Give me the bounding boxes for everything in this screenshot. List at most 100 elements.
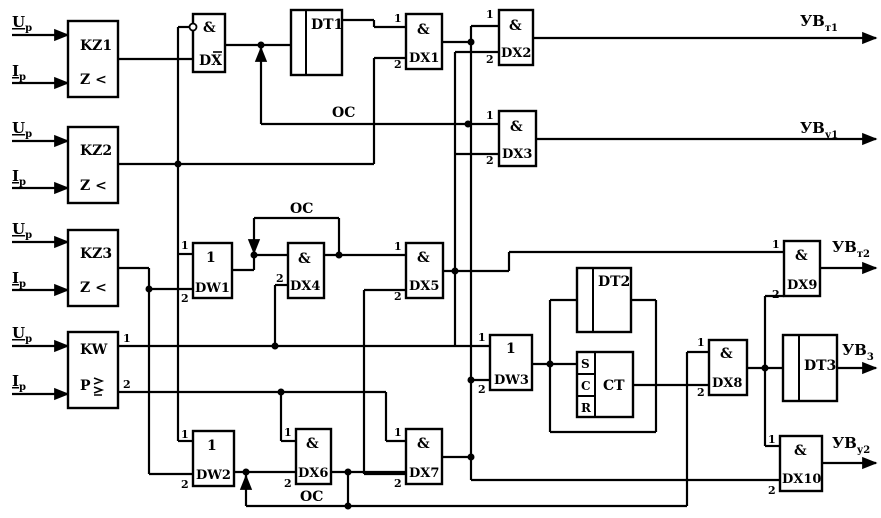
- input-i-label: I: [12, 62, 19, 80]
- gate-symbol: 1: [206, 250, 216, 266]
- gate-dw1: 1 DW1 1 2: [181, 239, 234, 305]
- pin-1: 1: [768, 433, 776, 446]
- gate-symbol: &: [510, 119, 523, 135]
- ct-input-c: C: [581, 379, 591, 393]
- timer-dt2: DT2: [575, 266, 633, 334]
- input-u-label: U: [12, 119, 25, 137]
- pin-2: 2: [486, 53, 494, 66]
- gate-name: DX10: [782, 472, 821, 487]
- timer-dt1: DT1: [289, 8, 343, 77]
- pin-2: 2: [284, 477, 292, 490]
- pin-2: 2: [768, 484, 776, 497]
- svg-text:УВу1: УВу1: [800, 119, 838, 141]
- gate-name: DX1: [409, 51, 439, 66]
- relay-kz2: KZ2 Z <: [66, 125, 120, 205]
- output-uv-y1-sub: у1: [825, 130, 838, 141]
- svg-text:Ip: Ip: [12, 372, 26, 393]
- counter-ct: S C R CT: [575, 350, 635, 419]
- pin-2: 2: [486, 154, 494, 167]
- svg-text:Up: Up: [12, 324, 32, 345]
- pin-1: 1: [181, 428, 189, 441]
- pin-1: 1: [284, 426, 292, 439]
- port-number: 1: [123, 332, 131, 345]
- timer-dt3: DT3: [781, 333, 839, 403]
- relay-name: KW: [80, 342, 108, 358]
- pin-1: 1: [181, 239, 189, 252]
- gate-name: DX: [199, 53, 222, 69]
- pin-2: 2: [181, 478, 189, 491]
- pin-2: 2: [394, 58, 402, 71]
- relay-name: KZ3: [80, 246, 112, 262]
- gate-name: DW3: [494, 373, 529, 388]
- input-i-sub: p: [19, 382, 26, 393]
- relay-function: Z <: [80, 178, 107, 194]
- gate-dx7: & DX7 1 2: [394, 426, 444, 490]
- pin-2: 2: [181, 292, 189, 305]
- input-labels: Up Ip Up Ip Up Ip Up Ip: [12, 13, 32, 393]
- output-uv-t1-sub: т1: [825, 23, 838, 34]
- timer-name: DT2: [598, 274, 630, 290]
- gate-symbol: 1: [207, 438, 217, 454]
- gate-name: DX9: [787, 278, 817, 293]
- svg-text:УВт2: УВт2: [832, 238, 870, 260]
- output-uv-3-sub: 3: [867, 352, 874, 363]
- svg-text:Ip: Ip: [12, 269, 26, 290]
- gate-symbol: &: [794, 443, 807, 459]
- gate-symbol: &: [417, 22, 430, 38]
- gate-symbol: &: [417, 250, 430, 266]
- gate-name: DX2: [501, 46, 531, 61]
- pin-1: 1: [394, 426, 402, 439]
- input-u-label: U: [12, 220, 25, 238]
- timer-name: DT1: [311, 17, 343, 33]
- input-u-sub: p: [25, 230, 32, 241]
- output-uv-t2: УВ: [832, 238, 857, 256]
- timer-name: DT3: [804, 358, 836, 374]
- relay-name: KZ1: [80, 38, 112, 54]
- output-labels: УВт1 УВу1 УВт2 УВ3 УВу2: [800, 12, 874, 456]
- gate-dw3: 1 DW3 1 2: [478, 331, 534, 396]
- gate-dx4: & DX4 2: [276, 241, 326, 300]
- gate-dx8: & DX8 1 2: [697, 336, 749, 399]
- pin-1: 1: [478, 331, 486, 344]
- port-number: 2: [123, 378, 131, 391]
- input-i-label: I: [12, 269, 19, 287]
- ct-input-r: R: [581, 401, 592, 415]
- svg-text:УВ3: УВ3: [842, 341, 874, 363]
- pin-1: 1: [394, 240, 402, 253]
- counter-name: CT: [603, 378, 625, 394]
- input-u-sub: p: [25, 23, 32, 34]
- gate-dw2: 1 DW2 1 2: [181, 428, 236, 491]
- gate-name: DX6: [298, 466, 328, 481]
- gate-symbol: 1: [506, 341, 516, 357]
- inverter-bubble: [188, 22, 198, 32]
- gate-name: DX7: [409, 466, 439, 481]
- ct-input-s: S: [581, 357, 590, 371]
- relay-function: Z <: [80, 72, 107, 88]
- gate-dx5: & DX5 1 2: [394, 240, 445, 303]
- gate-symbol: &: [306, 436, 319, 452]
- pin-1: 1: [486, 109, 494, 122]
- gate-name: DX8: [712, 376, 742, 391]
- relay-function: Z <: [80, 280, 107, 296]
- gate-name: DW2: [196, 468, 231, 483]
- gate-symbol: &: [720, 346, 733, 362]
- feedback-label-bottom: OC: [300, 489, 323, 505]
- input-u-sub: p: [25, 129, 32, 140]
- output-uv-3: УВ: [842, 341, 867, 359]
- relay-name: KZ2: [80, 143, 112, 159]
- gate-symbol: &: [509, 18, 522, 34]
- svg-text:Up: Up: [12, 220, 32, 241]
- gate-dx6: & DX6 1 2: [284, 426, 333, 490]
- gate-dx1: & DX1 1 2: [394, 12, 444, 71]
- input-i-label: I: [12, 372, 19, 390]
- output-uv-y2: УВ: [832, 434, 857, 452]
- feedback-label-mid: OC: [290, 201, 313, 217]
- output-uv-t1: УВ: [800, 12, 825, 30]
- pin-2: 2: [276, 272, 284, 285]
- pin-2: 2: [772, 288, 780, 301]
- greater-less-sign-icon: [93, 377, 105, 396]
- output-uv-y1: УВ: [800, 119, 825, 137]
- gate-symbol: &: [203, 20, 216, 36]
- gate-name: DX3: [502, 147, 532, 162]
- gate-symbol: &: [795, 248, 808, 264]
